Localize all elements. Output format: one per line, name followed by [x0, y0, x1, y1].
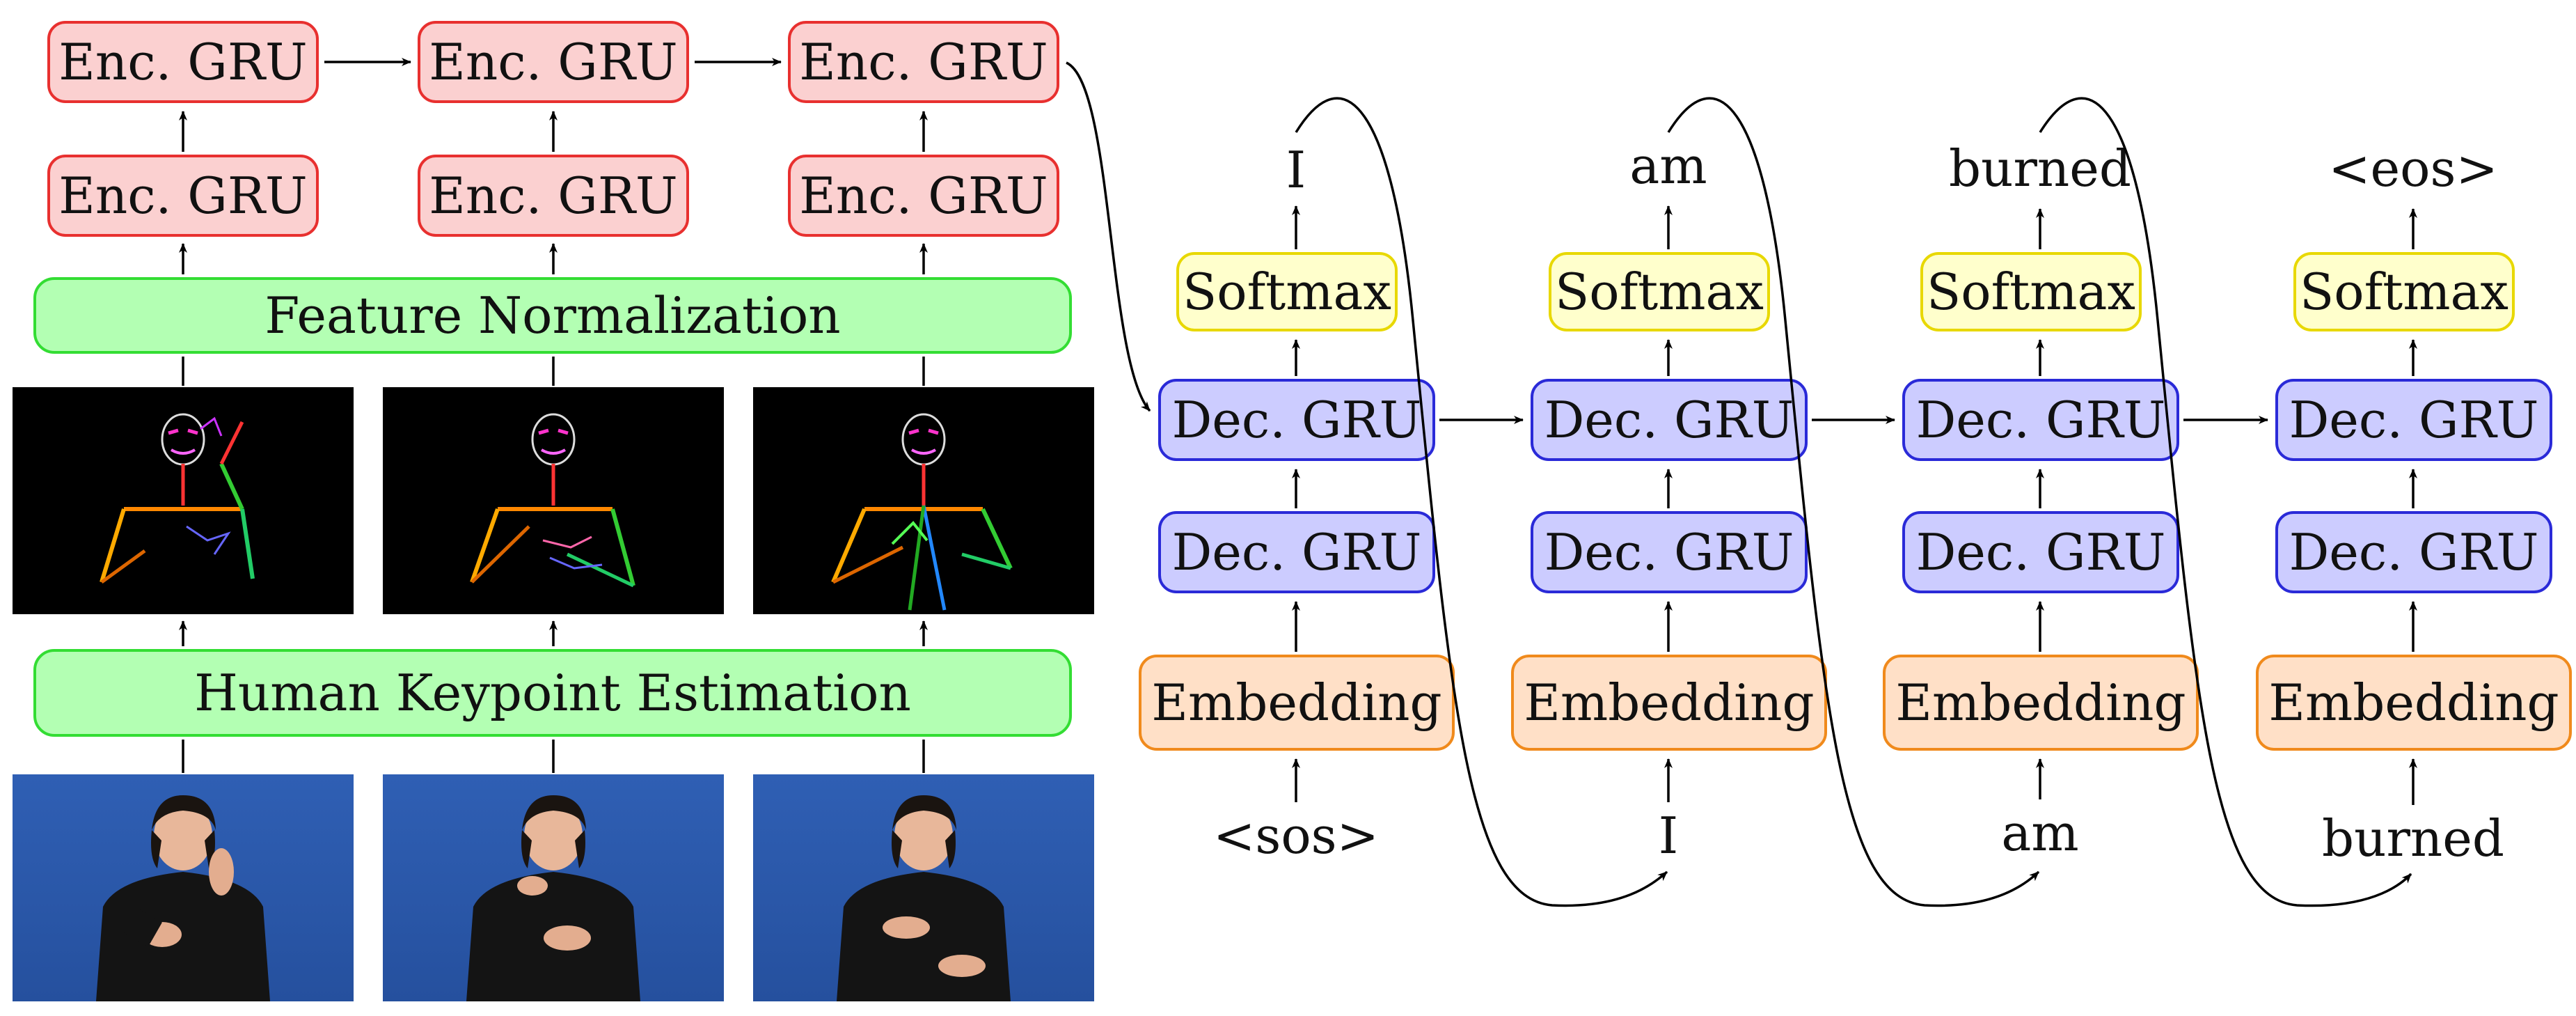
- dec-gru-top: Dec. GRU: [1158, 379, 1435, 461]
- dec-gru-bottom: Dec. GRU: [1158, 511, 1435, 593]
- enc-gru-label: Enc. GRU: [799, 33, 1048, 91]
- signer-photo-icon: [96, 795, 270, 1001]
- keypoint-estimation-box: Human Keypoint Estimation: [33, 649, 1072, 737]
- enc-gru-label: Enc. GRU: [429, 33, 678, 91]
- decoder-output-token: <eos>: [2328, 139, 2498, 198]
- feedback-arrow: [1295, 97, 1668, 907]
- embedding-box: Embedding: [2256, 655, 2572, 751]
- enc-gru-top-1: Enc. GRU: [47, 21, 319, 103]
- skeleton-frame-3: [753, 387, 1094, 614]
- softmax-box: Softmax: [2293, 252, 2515, 331]
- enc-gru-top-2: Enc. GRU: [418, 21, 689, 103]
- enc-gru-label: Enc. GRU: [429, 166, 678, 225]
- softmax-label: Softmax: [1554, 263, 1764, 321]
- decoder-output-token: burned: [1949, 139, 2131, 198]
- decoder-output-token: am: [1629, 136, 1707, 195]
- skeleton-frame-1: [13, 387, 354, 614]
- skeleton-icon: [831, 413, 1013, 611]
- decoder-input-token: <sos>: [1213, 806, 1379, 865]
- dec-gru-label: Dec. GRU: [1171, 391, 1422, 449]
- softmax-label: Softmax: [1182, 263, 1392, 321]
- softmax-label: Softmax: [1926, 263, 2136, 321]
- skeleton-icon: [100, 413, 255, 584]
- embedding-label: Embedding: [1151, 673, 1442, 732]
- feature-normalization-box: Feature Normalization: [33, 277, 1072, 354]
- keypoint-estimation-label: Human Keypoint Estimation: [194, 664, 911, 722]
- signer-photo-icon: [466, 795, 640, 1001]
- embedding-box: Embedding: [1139, 655, 1455, 751]
- enc-gru-label: Enc. GRU: [799, 166, 1048, 225]
- embedding-box: Embedding: [1511, 655, 1827, 751]
- signer-photo-1: [13, 774, 354, 1001]
- embedding-label: Embedding: [1895, 673, 2186, 732]
- enc-gru-label: Enc. GRU: [58, 33, 308, 91]
- decoder-input-token: am: [2001, 804, 2079, 862]
- decoder-output-token: I: [1286, 141, 1306, 199]
- dec-gru-top: Dec. GRU: [2275, 379, 2552, 461]
- enc-gru-bottom-2: Enc. GRU: [418, 155, 689, 237]
- dec-gru-top: Dec. GRU: [1902, 379, 2179, 461]
- dec-gru-label: Dec. GRU: [1544, 523, 1794, 581]
- dec-gru-label: Dec. GRU: [1171, 523, 1422, 581]
- softmax-label: Softmax: [2299, 263, 2509, 321]
- skeleton-icon: [470, 413, 635, 588]
- enc-gru-label: Enc. GRU: [58, 166, 308, 225]
- embedding-box: Embedding: [1883, 655, 2199, 751]
- dec-gru-label: Dec. GRU: [2289, 523, 2539, 581]
- enc-gru-bottom-1: Enc. GRU: [47, 155, 319, 237]
- softmax-box: Softmax: [1176, 252, 1398, 331]
- dec-gru-label: Dec. GRU: [2289, 391, 2539, 449]
- enc-gru-top-3: Enc. GRU: [788, 21, 1059, 103]
- embedding-label: Embedding: [2268, 673, 2559, 732]
- feedback-arrow: [1667, 97, 2040, 907]
- context-arrow: [1066, 61, 1151, 412]
- decoder-input-token: I: [1658, 806, 1679, 865]
- signer-photo-icon: [837, 795, 1011, 1001]
- dec-gru-top: Dec. GRU: [1531, 379, 1808, 461]
- dec-gru-label: Dec. GRU: [1915, 391, 2166, 449]
- feedback-arrow: [2039, 97, 2412, 907]
- embedding-label: Embedding: [1524, 673, 1815, 732]
- feature-normalization-label: Feature Normalization: [264, 286, 841, 345]
- dec-gru-bottom: Dec. GRU: [2275, 511, 2552, 593]
- softmax-box: Softmax: [1920, 252, 2142, 331]
- decoder-input-token: burned: [2322, 809, 2504, 868]
- dec-gru-label: Dec. GRU: [1544, 391, 1794, 449]
- dec-gru-bottom: Dec. GRU: [1531, 511, 1808, 593]
- softmax-box: Softmax: [1549, 252, 1770, 331]
- dec-gru-label: Dec. GRU: [1915, 523, 2166, 581]
- skeleton-frame-2: [383, 387, 724, 614]
- signer-photo-3: [753, 774, 1094, 1001]
- signer-photo-2: [383, 774, 724, 1001]
- dec-gru-bottom: Dec. GRU: [1902, 511, 2179, 593]
- enc-gru-bottom-3: Enc. GRU: [788, 155, 1059, 237]
